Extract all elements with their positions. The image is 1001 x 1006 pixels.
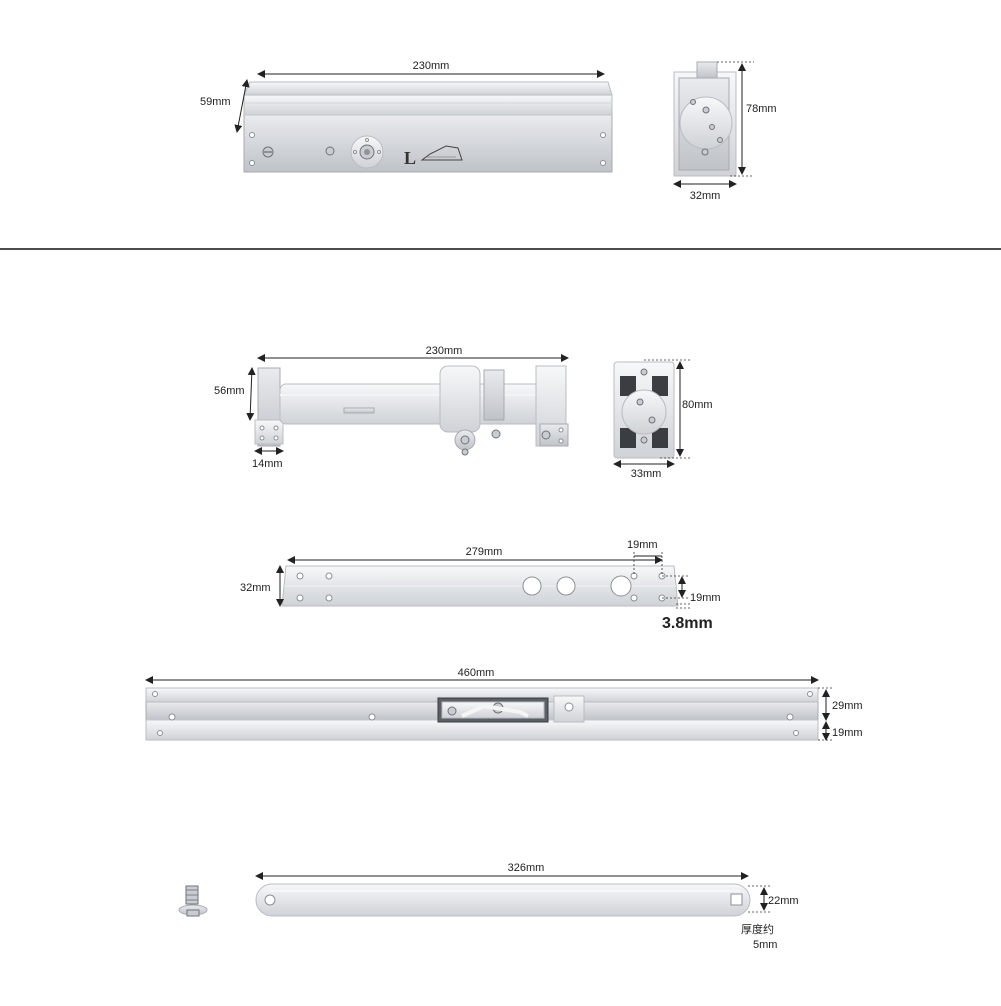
arm-body-height-label: 56mm: [214, 385, 245, 397]
arm-end-height-label: 80mm: [682, 399, 713, 411]
mounting-plate-group: 279mm 32mm 19mm 19mm 3.8mm: [240, 539, 721, 632]
top-end-width-label: 32mm: [690, 190, 721, 202]
top-body-height-label: 59mm: [200, 96, 231, 108]
rail-height-label: 29mm: [832, 700, 863, 712]
slide-rail-group: 460mm 29mm 19mm: [145, 667, 863, 741]
arm-body-length-label: 230mm: [426, 345, 463, 357]
plate-length-label: 279mm: [466, 546, 503, 558]
pivot-bolt-illustration: [178, 885, 208, 917]
plate-hole-offset-y-label: 19mm: [690, 592, 721, 604]
top-body-length-label: 230mm: [413, 60, 450, 72]
arm-bar-illustration: [255, 883, 751, 917]
arm-bar-length-label: 326mm: [508, 862, 545, 874]
arm-bar-thickness-label: 5mm: [753, 939, 777, 951]
arm-body-illustration: [254, 365, 569, 456]
plate-height-label: 32mm: [240, 582, 271, 594]
top-end-height-label: 78mm: [746, 103, 777, 115]
arm-bar-group: 326mm 22mm 厚度约 5mm: [178, 862, 799, 951]
top-body-illustration: L: [243, 81, 613, 173]
top-body-group: L 230mm 59mm 78mm 32mm: [200, 60, 777, 202]
slide-rail-illustration: [145, 687, 819, 741]
arm-body-foot-label: 14mm: [252, 458, 283, 470]
rail-depth-label: 19mm: [832, 727, 863, 739]
arm-bar-width-label: 22mm: [768, 895, 799, 907]
arm-end-width-label: 33mm: [631, 468, 662, 480]
plate-hole-offset-x-label: 19mm: [627, 539, 658, 551]
top-end-view-illustration: [673, 61, 737, 177]
engraving-letter: L: [404, 148, 416, 168]
arm-end-view-illustration: [613, 361, 675, 459]
mounting-plate-illustration: [281, 565, 679, 607]
rail-length-label: 460mm: [458, 667, 495, 679]
plate-thickness-label: 3.8mm: [662, 615, 713, 632]
arm-body-group: 230mm 56mm 14mm 80mm 33mm: [214, 345, 713, 480]
arm-bar-thickness-caption: 厚度约: [741, 922, 774, 936]
